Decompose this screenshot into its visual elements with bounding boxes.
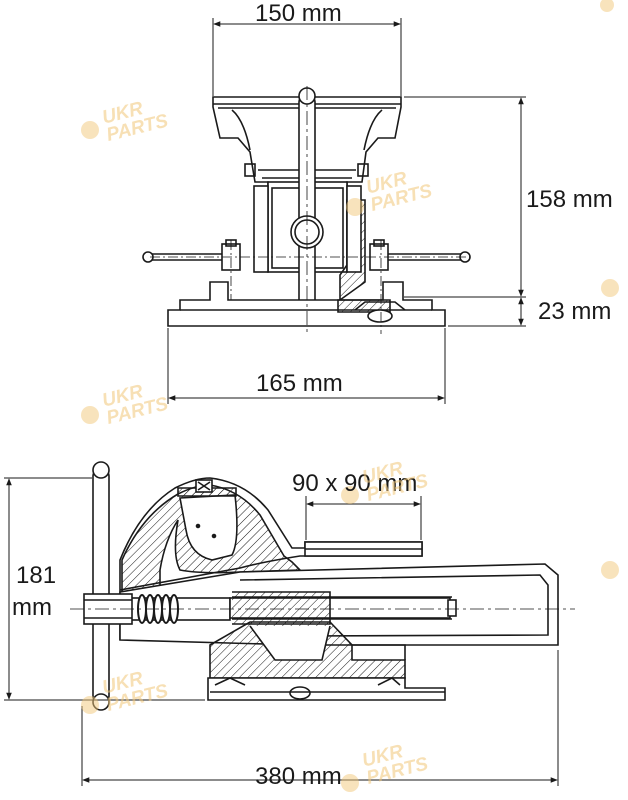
dim-base-width: 165 mm (256, 370, 343, 397)
dim-total-length: 380 mm (255, 763, 342, 790)
dim-height-upper: 158 mm (526, 186, 613, 213)
dim-height-base: 23 mm (538, 298, 612, 325)
dim-height-side-line2: mm (12, 594, 52, 621)
front-view-dimensions (167, 18, 526, 404)
side-view (70, 461, 575, 711)
side-base (207, 677, 446, 701)
dim-jaw-size: 90 x 90 mm (292, 470, 418, 497)
dim-top-width: 150 mm (255, 0, 342, 27)
side-t-handle (92, 469, 110, 703)
watermark-gears (81, 0, 619, 792)
side-view-dimensions (4, 477, 559, 786)
dim-height-side-line1: 181 (16, 562, 57, 589)
front-view (142, 86, 471, 334)
